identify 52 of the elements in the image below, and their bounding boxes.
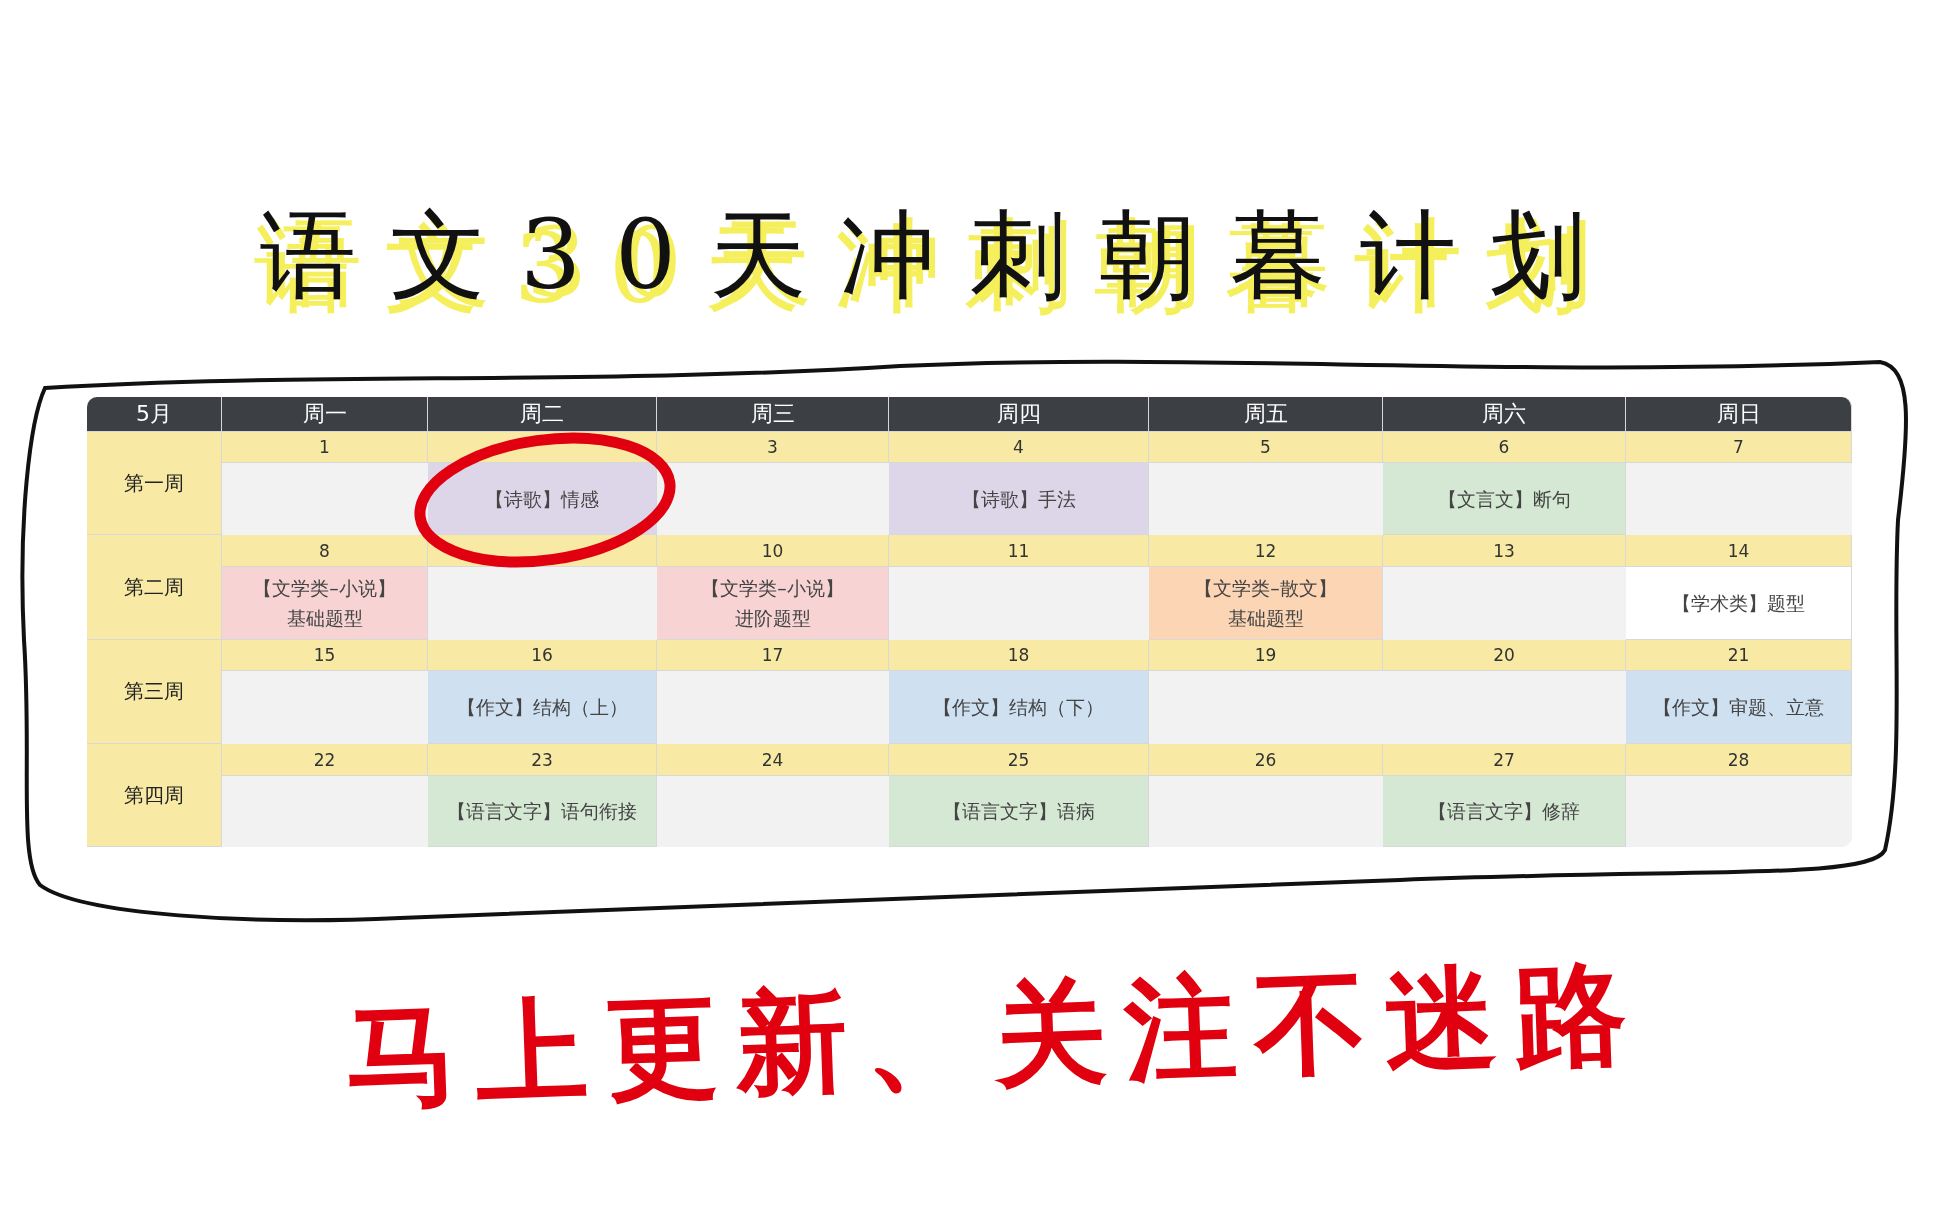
task-cell: 【作文】结构（下）	[889, 671, 1149, 744]
date-cell: 1	[222, 432, 428, 463]
week-label: 第四周	[87, 744, 222, 847]
date-cell: 6	[1383, 432, 1626, 463]
task-cell: 【文学类–小说】基础题型	[222, 567, 428, 640]
week-label: 第一周	[87, 432, 222, 535]
date-cell: 15	[222, 640, 428, 671]
date-cell: 23	[428, 744, 657, 776]
date-cell: 16	[428, 640, 657, 671]
date-cell: 13	[1383, 535, 1626, 567]
header-cell: 周五	[1149, 397, 1383, 432]
header-cell: 周一	[222, 397, 428, 432]
date-cell: 10	[657, 535, 889, 567]
date-cell: 28	[1626, 744, 1852, 776]
header-cell: 周日	[1626, 397, 1852, 432]
date-cell: 17	[657, 640, 889, 671]
task-cell: 【诗歌】情感	[428, 463, 657, 535]
date-cell: 5	[1149, 432, 1383, 463]
header-cell: 周三	[657, 397, 889, 432]
date-cell: 4	[889, 432, 1149, 463]
task-cell: 【作文】结构（上）	[428, 671, 657, 744]
date-cell: 12	[1149, 535, 1383, 567]
task-cell: 【诗歌】手法	[889, 463, 1149, 535]
date-cell: 21	[1626, 640, 1852, 671]
date-cell: 19	[1149, 640, 1383, 671]
header-cell: 5月	[87, 397, 222, 432]
date-cell: 3	[657, 432, 889, 463]
date-cell: 24	[657, 744, 889, 776]
task-cell: 【作文】审题、立意	[1626, 671, 1852, 744]
date-cell: 25	[889, 744, 1149, 776]
date-cell: 14	[1626, 535, 1852, 567]
week-label: 第二周	[87, 535, 222, 640]
date-cell: 8	[222, 535, 428, 567]
task-cell: 【文学类–散文】基础题型	[1149, 567, 1383, 640]
date-cell: 27	[1383, 744, 1626, 776]
task-cell: 【学术类】题型	[1626, 567, 1852, 640]
date-cell: 7	[1626, 432, 1852, 463]
task-cell: 【语言文字】语句衔接	[428, 776, 657, 847]
header-cell: 周二	[428, 397, 657, 432]
task-cell: 【语言文字】语病	[889, 776, 1149, 847]
date-cell: 22	[222, 744, 428, 776]
header-cell: 周六	[1383, 397, 1626, 432]
handwritten-overlay-text: 马上更新、关注不迷路	[342, 946, 1648, 1125]
task-cell: 【文学类–小说】进阶题型	[657, 567, 889, 640]
date-cell: 26	[1149, 744, 1383, 776]
header-cell: 周四	[889, 397, 1149, 432]
week-label: 第三周	[87, 640, 222, 744]
date-cell: 20	[1383, 640, 1626, 671]
task-cell: 【语言文字】修辞	[1383, 776, 1626, 847]
task-cell: 【文言文】断句	[1383, 463, 1626, 535]
date-cell: 18	[889, 640, 1149, 671]
date-cell: 11	[889, 535, 1149, 567]
